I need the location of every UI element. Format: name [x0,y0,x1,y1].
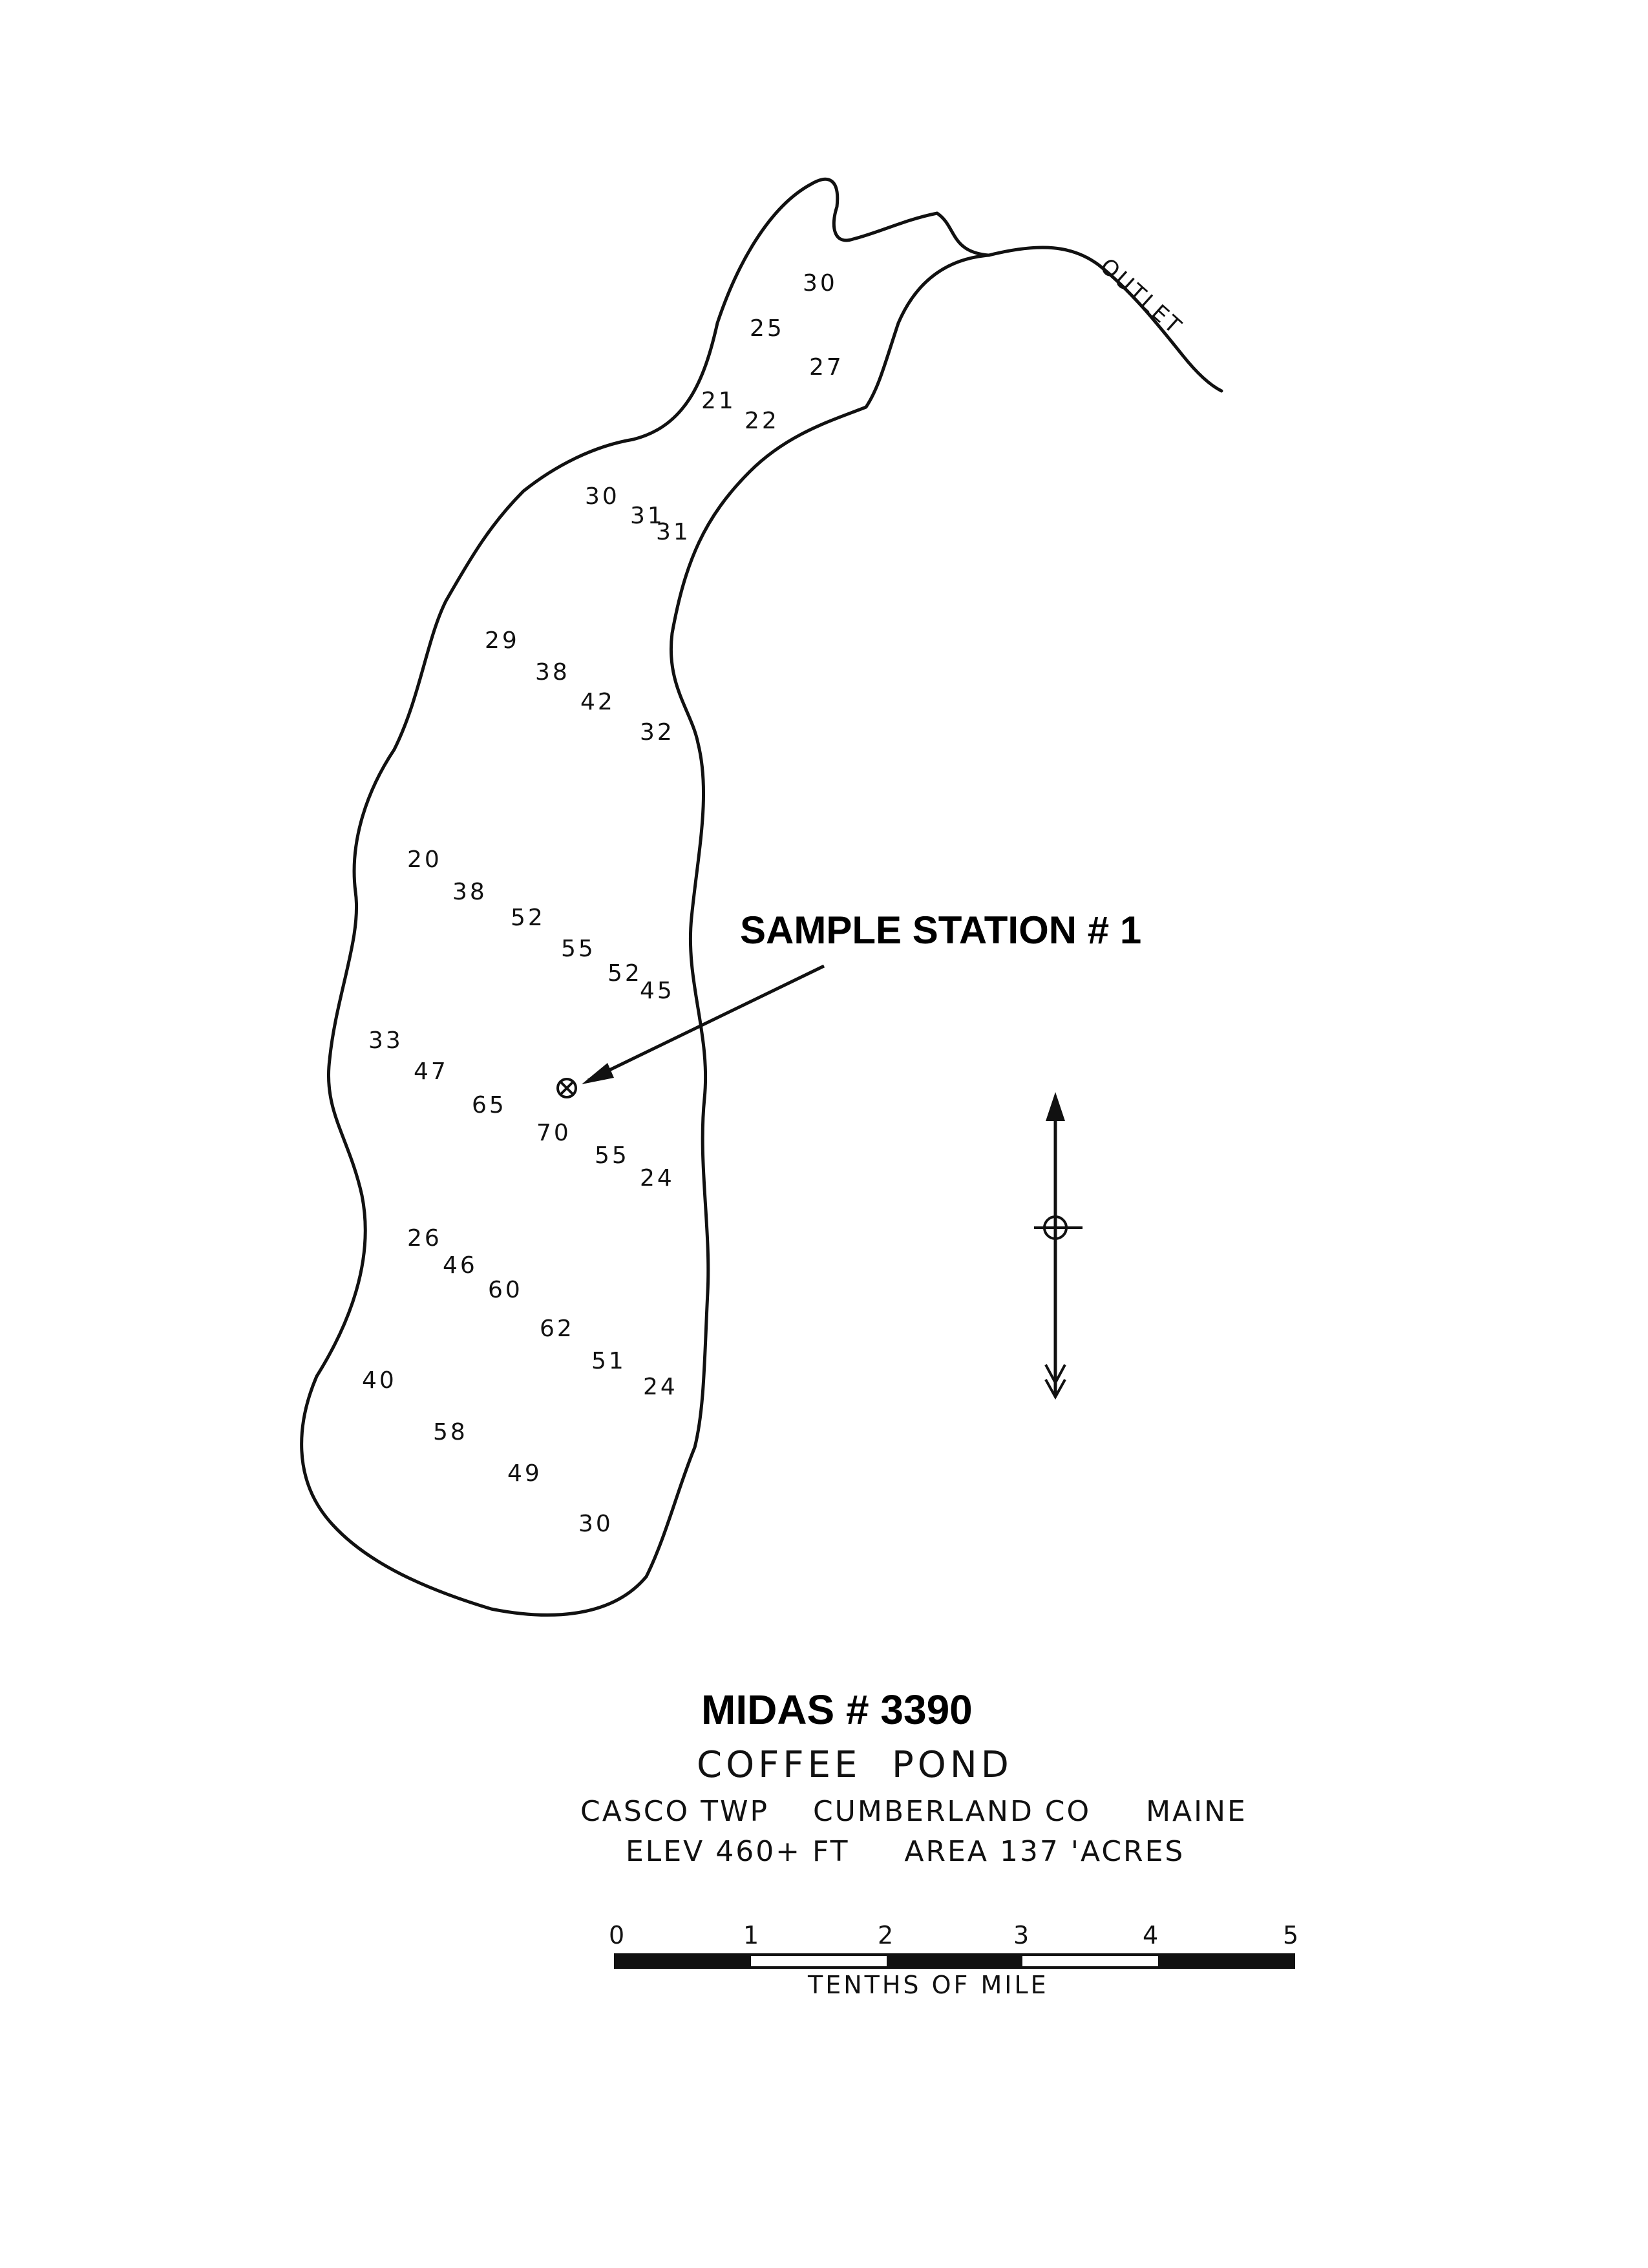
depth-sounding: 25 [750,315,785,342]
depth-sounding: 60 [488,1277,523,1303]
depth-sounding: 30 [803,270,838,297]
scale-tick-label: 5 [1283,1921,1298,1949]
depth-sounding: 49 [507,1460,542,1487]
depth-sounding: 42 [580,689,615,715]
midas-label: MIDAS # 3390 [701,1686,973,1733]
depth-sounding: 26 [407,1225,442,1252]
depth-sounding: 58 [433,1419,468,1445]
location-line: CASCO TWP CUMBERLAND CO MAINE [580,1795,1247,1828]
depth-sounding: 38 [535,659,570,686]
depth-sounding: 30 [578,1511,613,1537]
depth-sounding: 31 [630,503,665,529]
depth-sounding: 29 [485,627,520,654]
depth-sounding: 70 [536,1120,571,1146]
scale-tick-label: 2 [878,1921,893,1949]
station-marker-icon [556,1078,577,1098]
station-label: SAMPLE STATION # 1 [740,908,1141,952]
depth-sounding: 52 [607,960,642,987]
scale-tick-label: 4 [1143,1921,1158,1949]
scale-tick-label: 0 [609,1921,624,1949]
depth-sounding: 24 [643,1374,678,1400]
depth-sounding: 21 [701,388,736,414]
depth-sounding: 30 [585,483,620,510]
depth-sounding: 51 [591,1348,626,1374]
scale-tick-label: 3 [1013,1921,1029,1949]
depth-sounding: 22 [745,408,779,434]
pond-shoreline [300,177,991,1617]
pond-name: COFFEE POND [697,1744,1013,1786]
depth-sounding: 40 [362,1367,397,1394]
depth-sounding: 33 [368,1027,403,1054]
station-pointer-arrow [582,964,825,1084]
scale-tick-label: 1 [743,1921,759,1949]
depth-sounding: 65 [472,1092,507,1118]
depth-sounding: 38 [452,879,487,905]
depth-sounding: 27 [809,354,844,381]
outlet-stream [987,246,1223,393]
depth-sounding: 32 [640,719,675,746]
outlet-label: OUTLET [1095,253,1188,341]
depth-sounding: 20 [407,846,442,873]
depth-sounding: 46 [443,1252,478,1279]
depth-sounding: 55 [595,1142,629,1169]
scale-bar: 0 1 2 3 4 5 TENTHS OF MILE [609,1921,1298,1999]
north-arrow-icon [1034,1092,1083,1400]
depth-sounding: 45 [640,978,675,1004]
depth-sounding: 47 [414,1058,449,1085]
depth-sounding: 24 [640,1165,675,1192]
elevation-line: ELEV 460+ FT AREA 137 'ACRES [626,1835,1185,1868]
depth-sounding: 55 [561,936,596,962]
depth-sounding: 52 [511,905,545,931]
depth-sounding: 31 [656,519,691,545]
scale-unit-label: TENTHS OF MILE [807,1971,1049,1999]
depth-sounding: 62 [540,1316,575,1342]
depth-soundings: 30 25 27 21 22 30 31 31 29 38 42 32 20 3… [362,270,844,1537]
